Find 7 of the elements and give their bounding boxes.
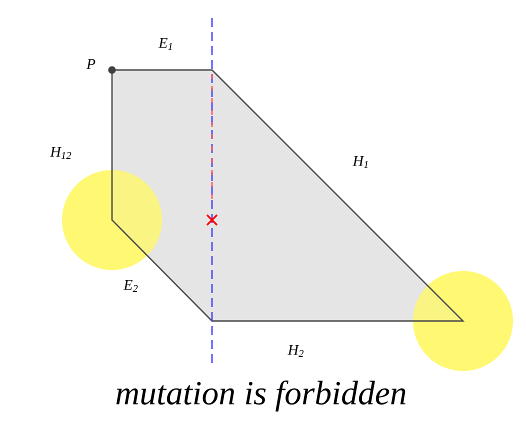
point-label: E$_{1}$ [158,38,172,50]
point-label: E$_{2}$ [123,280,138,292]
point-label: H$_{1}$ [352,156,368,168]
point-label: H$_{2}$ [288,345,304,357]
point-label: P [86,59,96,69]
point-label: H$_{12}$ [50,147,72,159]
caption: mutation is forbidden [116,380,406,412]
